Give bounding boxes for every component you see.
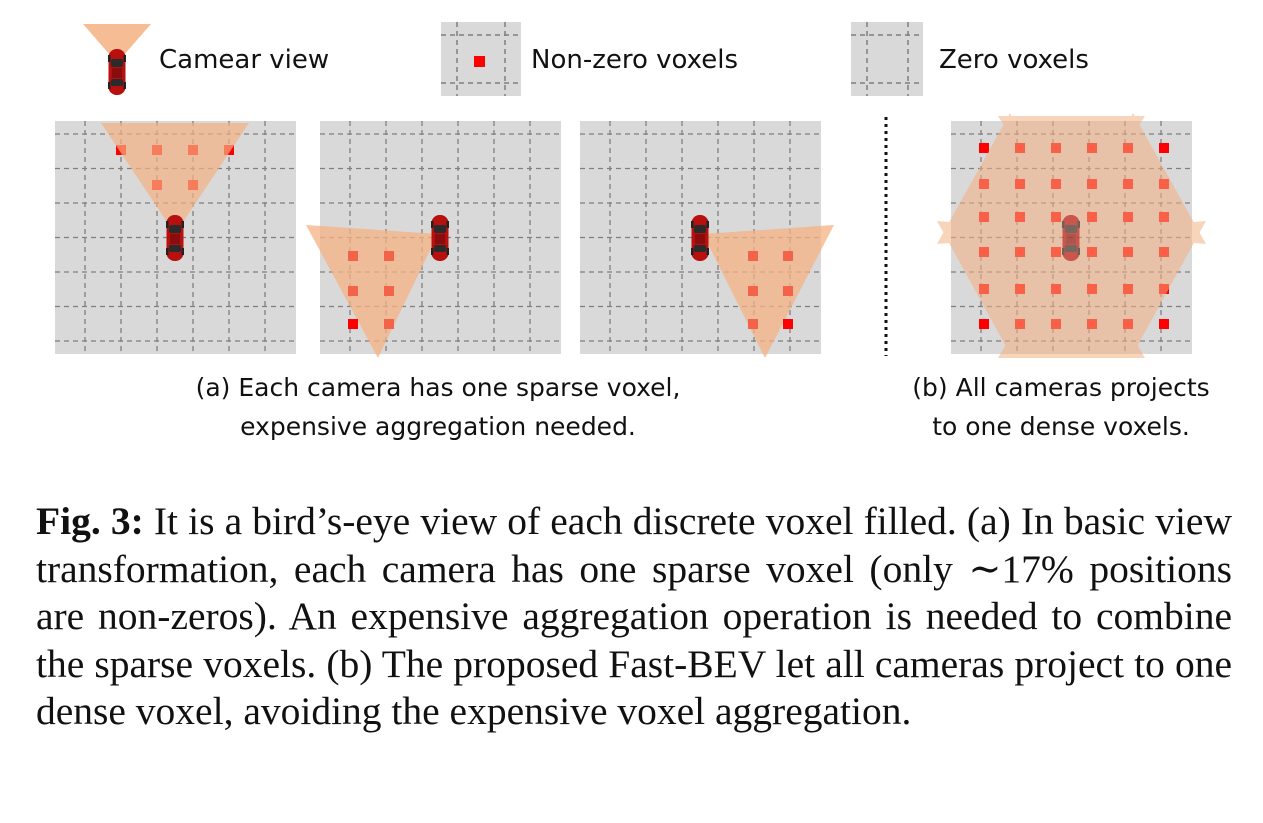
legend-camera-view-symbol xyxy=(83,24,151,95)
caption-label: Fig. 3: xyxy=(36,499,144,543)
legend-zero-voxels-label: Zero voxels xyxy=(939,45,1089,75)
legend-nonzero-voxel-symbol xyxy=(441,22,521,96)
subcaption-b-line2: to one dense voxels. xyxy=(932,412,1190,441)
panel-b xyxy=(937,113,1206,358)
caption-text: It is a bird’s-eye view of each discrete… xyxy=(36,499,1232,733)
camera-fovs-b xyxy=(937,113,1206,358)
figure-caption: Fig. 3: It is a bird’s-eye view of each … xyxy=(36,498,1232,736)
subcaption-b-line1: (b) All cameras projects xyxy=(912,373,1209,402)
car-a1 xyxy=(166,215,184,261)
legend-nonzero-voxels-label: Non-zero voxels xyxy=(531,45,738,75)
voxels-a3 xyxy=(748,251,793,329)
car-b xyxy=(1062,215,1080,261)
subcaption-a-line1: (a) Each camera has one sparse voxel, xyxy=(196,373,681,402)
car-a3 xyxy=(691,215,709,261)
subcaption-a-line2: expensive aggregation needed. xyxy=(240,412,636,441)
legend: Camear view Non-zero voxels Zero voxels xyxy=(83,22,1089,96)
figure-diagram: Camear view Non-zero voxels Zero voxels xyxy=(55,22,1210,441)
car-a2 xyxy=(431,215,449,261)
voxels-a2 xyxy=(348,251,394,329)
camera-fov-a1 xyxy=(101,123,249,234)
panel-a2 xyxy=(306,121,561,358)
legend-zero-voxel-symbol xyxy=(851,22,923,96)
panel-a1 xyxy=(55,121,296,354)
panel-a3 xyxy=(580,121,834,358)
camera-fov-a3 xyxy=(703,225,834,358)
camera-fov-a2 xyxy=(306,225,438,358)
legend-camera-view-label: Camear view xyxy=(159,45,329,75)
